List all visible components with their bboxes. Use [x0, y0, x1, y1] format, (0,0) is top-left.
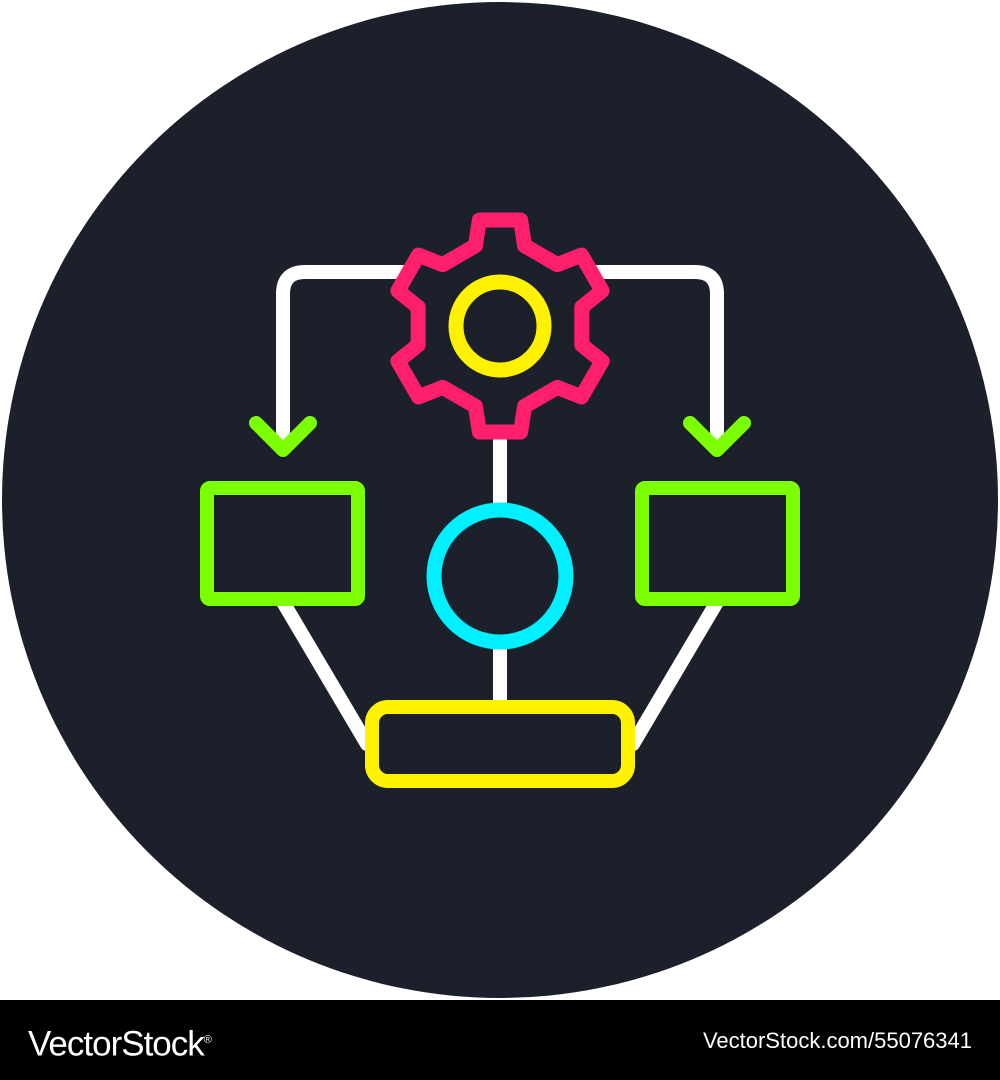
gear-icon — [390, 212, 610, 440]
arrow-down-icon — [249, 416, 317, 457]
gear-outline — [390, 212, 610, 440]
center-node — [426, 502, 574, 650]
registered-mark: ® — [203, 1034, 212, 1046]
arrow-down-icon — [683, 416, 751, 457]
bottom-process-box — [365, 700, 635, 788]
right-connector — [591, 265, 724, 447]
right-box-to-bottom-connector — [626, 595, 724, 751]
left-process-box — [200, 481, 365, 606]
watermark-footer: VectorStock® VectorStock.com/55076341 — [0, 1000, 1000, 1080]
left-connector — [276, 265, 409, 447]
connector-lines — [276, 265, 724, 751]
gear-hub — [448, 274, 552, 378]
workflow-process-icon — [2, 2, 998, 998]
right-process-box — [635, 481, 800, 606]
image-id: VectorStock.com/55076341 — [702, 1028, 972, 1053]
brand-logo: VectorStock® — [28, 1018, 212, 1067]
left-box-to-bottom-connector — [276, 595, 374, 751]
workflow-badge — [0, 0, 1000, 1000]
brand-name: VectorStock — [28, 1024, 205, 1064]
